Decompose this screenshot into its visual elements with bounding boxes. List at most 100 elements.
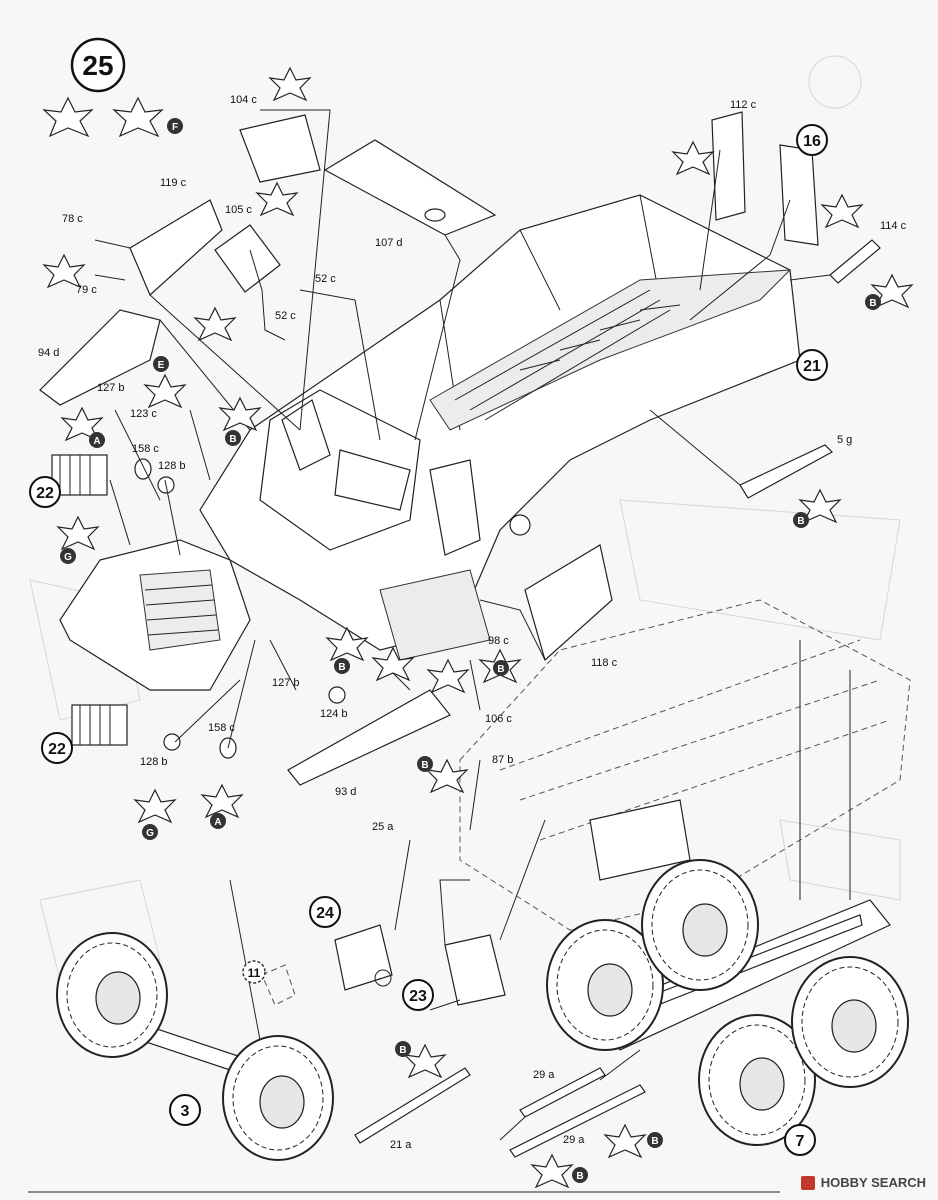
part-114c-shaft [829,239,881,284]
star-icon [425,758,469,794]
glue-letter: B [399,1045,406,1056]
step-numbers: 25 16 21 22 22 24 23 11 [29,37,828,1156]
floor-plate [379,569,491,661]
part-label: 78 c [62,213,83,225]
part-label: 29 a [533,1069,555,1081]
part-label: 52 c [275,310,296,322]
part-21a-shaft [354,1067,471,1144]
star-icon [193,306,237,342]
part-label: 127 b [97,382,125,394]
part-label: 118 c [591,657,618,669]
step-23-badge: 23 [402,979,434,1011]
glue-letter: B [497,664,504,675]
star-icon [42,96,94,138]
watermark-text: HOBBY SEARCH [820,1175,926,1190]
star-icon [403,1043,447,1079]
part-label: 114 c [880,220,907,232]
star-icon [200,783,244,819]
part-label: 29 a [563,1134,585,1146]
part-label: 127 b [272,677,300,689]
part-119c-door [129,199,223,297]
part-label: 104 c [230,94,257,106]
star-icon [56,515,100,551]
star-icon [42,253,86,289]
glue-letter: E [158,360,165,371]
step-16-badge: 16 [796,124,828,156]
step-number: 23 [409,988,427,1005]
part-5g-bar [739,444,833,499]
hull-assembly [59,194,911,931]
step-3-badge: 3 [169,1094,201,1126]
glue-letter: F [172,122,178,133]
part-label: 107 d [375,237,403,249]
part-22-jerrycan-rack-lower [71,704,128,746]
step-number: 25 [82,50,113,81]
part-22-jerrycan-rack-upper [51,454,108,496]
part-label: 98 c [488,635,509,647]
part-label: 112 c [730,99,757,111]
part-label: 106 c [485,713,512,725]
part-label: 124 b [320,708,348,720]
parts [39,111,881,1158]
radiator-grille [139,569,221,651]
part-label: 128 b [158,460,186,472]
cement-star-symbols [42,66,914,1189]
step-25-badge: 25 [70,37,126,93]
star-icon [112,96,164,138]
engine-deck [429,269,792,431]
glue-letter: G [64,552,72,563]
star-icon [798,488,842,524]
part-105c-hatch [214,224,281,293]
watermark: HOBBY SEARCH [800,1175,926,1190]
step-number: 22 [36,485,54,502]
part-labels: 104 c 112 c 119 c 105 c 78 c 79 c 107 d … [38,94,907,1151]
part-label: 21 a [390,1139,412,1151]
part-label: 25 a [372,821,394,833]
step-22-badge-lower: 22 [41,732,73,764]
part-29a-shaft-lower [509,1084,646,1158]
part-23-block [444,934,506,1006]
part-label: 128 b [140,756,168,768]
part-29a-shaft-upper [519,1067,606,1118]
step-number: 3 [181,1103,190,1120]
part-94d-fender [39,309,161,406]
part-93d-fender [287,689,451,786]
glue-letter-badges: F B E A B G B B B A G B B B B [60,118,881,1183]
step-11-badge: 11 [242,960,266,984]
part-104c-hatch [239,114,321,183]
step-number: 11 [248,966,261,980]
star-icon [255,181,299,217]
part-label: 123 c [130,408,157,420]
step-21-badge: 21 [796,349,828,381]
step-number: 16 [803,133,821,150]
part-label: 158 c [208,722,235,734]
glue-letter: B [797,516,804,527]
step-number: 21 [803,358,821,375]
bleed-through-background [29,55,901,981]
part-107d-roof-plate [323,139,497,236]
star-icon [325,626,369,662]
part-label: 158 c [132,443,159,455]
part-label: 87 b [492,754,513,766]
part-118c-panel [524,544,613,662]
star-icon [218,396,262,432]
detail-11-sketch [261,964,296,1006]
step-22-badge-upper: 22 [29,476,61,508]
star-icon [530,1153,574,1189]
step-number: 24 [316,905,334,922]
glue-letter: B [869,298,876,309]
glue-letter: A [214,817,221,828]
star-icon [133,788,177,824]
cab-window-front [334,449,411,511]
step-number: 22 [48,741,66,758]
step-7-badge: 7 [784,1124,816,1156]
star-icon [268,66,312,102]
star-icon [371,646,415,682]
part-16-panel [779,144,819,246]
glue-letter: B [421,760,428,771]
hobby-search-logo-icon [800,1175,815,1190]
star-icon [60,406,104,442]
star-icon [820,193,864,229]
glue-letter: G [146,828,154,839]
